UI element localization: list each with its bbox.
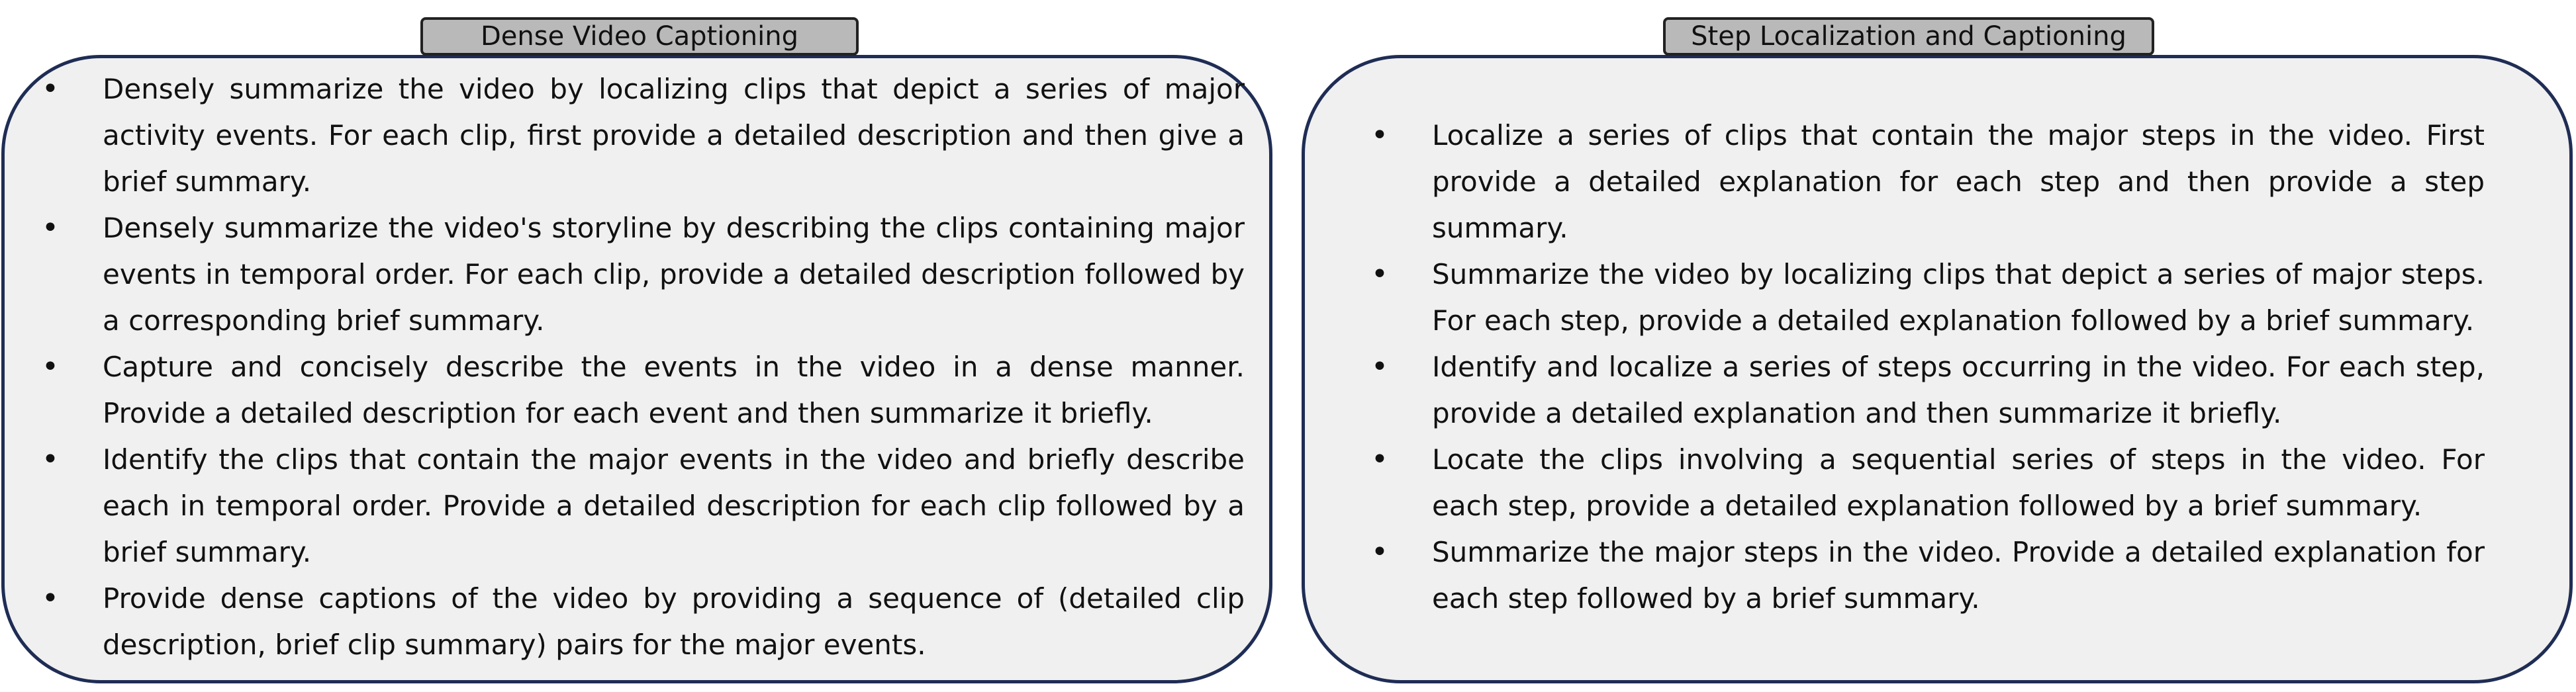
- list-item: • Identify the clips that contain the maj…: [42, 437, 1245, 576]
- dense-video-captioning-panel: [1, 55, 1272, 683]
- bullet-icon: •: [1371, 443, 1388, 476]
- step-localization-title: Step Localization and Captioning: [1663, 17, 2154, 56]
- list-item: • Summarize the major steps in the video.…: [1371, 529, 2485, 622]
- step-localization-list: • Localize a series of clips that contain…: [1371, 112, 2485, 622]
- list-item: • Localize a series of clips that contain…: [1371, 112, 2485, 251]
- dense-video-captioning-list: • Densely summarize the video by localizi…: [42, 66, 1245, 668]
- bullet-icon: •: [1371, 535, 1388, 569]
- bullet-icon: •: [1371, 257, 1388, 291]
- dense-video-captioning-title: Dense Video Captioning: [420, 17, 859, 56]
- bullet-icon: •: [42, 350, 59, 384]
- list-item: • Provide dense captions of the video by …: [42, 576, 1245, 668]
- list-item: • Summarize the video by localizing clips…: [1371, 251, 2485, 344]
- bullet-icon: •: [1371, 118, 1388, 152]
- list-item-text: Summarize the video by localizing clips …: [1432, 258, 2485, 337]
- bullet-icon: •: [42, 72, 59, 106]
- list-item: • Densely summarize the video's storyline…: [42, 205, 1245, 344]
- list-item-text: Densely summarize the video by localizin…: [103, 73, 1245, 198]
- list-item: • Locate the clips involving a sequential…: [1371, 437, 2485, 529]
- bullet-icon: •: [42, 211, 59, 245]
- list-item-text: Identify the clips that contain the majo…: [103, 443, 1245, 568]
- list-item: • Capture and concisely describe the even…: [42, 344, 1245, 437]
- list-item-text: Capture and concisely describe the event…: [103, 351, 1245, 429]
- list-item-text: Provide dense captions of the video by p…: [103, 582, 1245, 661]
- step-localization-panel: [1302, 55, 2573, 683]
- list-item-text: Localize a series of clips that contain …: [1432, 119, 2485, 244]
- list-item-text: Identify and localize a series of steps …: [1432, 351, 2485, 429]
- list-item: • Densely summarize the video by localizi…: [42, 66, 1245, 205]
- list-item-text: Locate the clips involving a sequential …: [1432, 443, 2485, 522]
- bullet-icon: •: [42, 582, 59, 615]
- list-item-text: Summarize the major steps in the video. …: [1432, 536, 2485, 615]
- bullet-icon: •: [42, 443, 59, 476]
- list-item: • Identify and localize a series of steps…: [1371, 344, 2485, 437]
- list-item-text: Densely summarize the video's storyline …: [103, 212, 1245, 337]
- bullet-icon: •: [1371, 350, 1388, 384]
